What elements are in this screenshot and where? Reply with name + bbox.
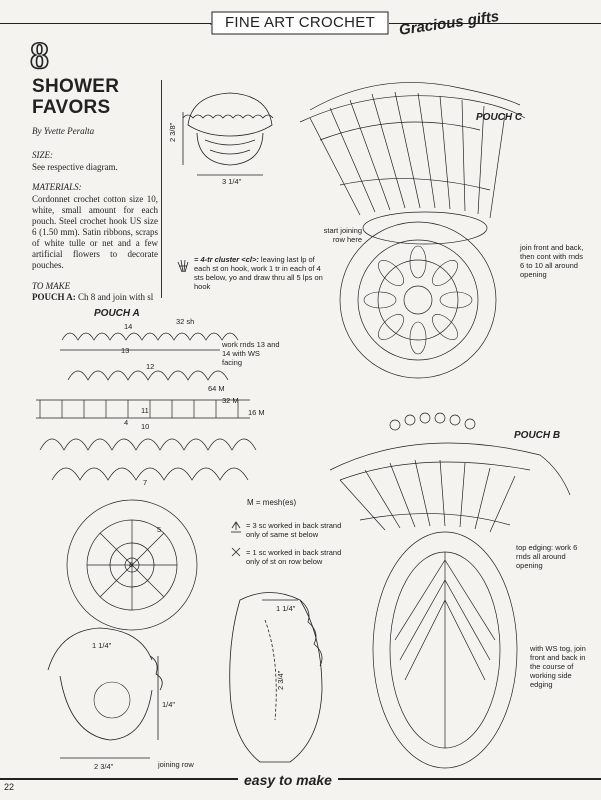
article-number: 8 xyxy=(29,34,50,78)
dim-a-top: 1 1/4" xyxy=(92,641,112,650)
byline: By Yvette Peralta xyxy=(32,126,95,136)
row-label-64m: 64 M xyxy=(208,384,225,393)
pouch-c-note: join front and back, then cont with rnds… xyxy=(520,243,584,279)
article-title: SHOWER FAVORS xyxy=(32,76,119,118)
title-line-1: SHOWER xyxy=(32,76,120,97)
row-12: 12 xyxy=(146,362,155,371)
row-label-32sh: 32 sh xyxy=(176,317,195,326)
pouch-b-top-note: top edging: work 6 rnds all around openi… xyxy=(516,543,578,570)
dim-height-c: 2 3/8" xyxy=(168,122,177,142)
pouch-a-label: POUCH A xyxy=(94,308,140,319)
pouch-a-text: Ch 8 and join with sl xyxy=(78,292,154,302)
pouch-b-fan-spokes xyxy=(339,459,516,533)
row-4: 4 xyxy=(124,418,129,427)
row-13: 13 xyxy=(121,346,130,355)
section-tagline: Gracious gifts xyxy=(398,7,501,39)
sc-back-legend-2: = 1 sc worked in back strand only of st … xyxy=(246,548,341,566)
pouch-c-petals xyxy=(363,245,473,355)
size-heading: SIZE: xyxy=(32,150,53,160)
pouch-b-side-note: with WS tog, join front and back in the … xyxy=(530,644,586,689)
sc-back-line-4: only of st on row below xyxy=(246,557,323,566)
dim-a-side: 1/4" xyxy=(162,700,176,709)
pouch-c-sketch xyxy=(182,92,274,176)
row-label-32m: 32 M xyxy=(222,396,239,405)
row-11: 11 xyxy=(141,406,149,415)
page-number: 22 xyxy=(4,782,15,792)
sc-symbols xyxy=(231,521,241,557)
mesh-legend: M = mesh(es) xyxy=(247,498,297,507)
pouch-a-label: POUCH A: xyxy=(32,292,76,302)
pouch-b-scallops xyxy=(389,412,476,431)
materials-text: Cordonnet crochet cotton size 10, white,… xyxy=(32,194,158,270)
row-10: 10 xyxy=(141,422,150,431)
start-joining-note: start joining row here xyxy=(323,226,362,244)
dim-a-bottom: 2 3/4" xyxy=(94,762,114,771)
sc-back-line-2: only of same st below xyxy=(246,530,319,539)
dim-b-top: 1 1/4" xyxy=(276,604,296,613)
materials-heading: MATERIALS: xyxy=(32,182,82,192)
magazine-brand-banner: FINE ART CROCHET xyxy=(210,10,390,36)
row-7: 7 xyxy=(143,478,148,487)
row-8: 8 xyxy=(129,560,134,569)
row-14: 14 xyxy=(124,322,133,331)
size-text: See respective diagram. xyxy=(32,162,118,172)
cluster-legend: = 4-tr cluster <cl>: leaving last lp of … xyxy=(194,255,324,291)
easy-to-make-logo: easy to make xyxy=(238,772,338,788)
sc-back-line-1: = 3 sc worked in back strand xyxy=(246,521,342,530)
pouch-c-fan-spokes xyxy=(309,91,506,219)
pouch-a-instructions: POUCH A: Ch 8 and join with sl xyxy=(32,292,153,303)
pouch-b-diagram xyxy=(329,412,571,769)
header-rule-left xyxy=(0,23,211,24)
pouch-b-label: POUCH B xyxy=(514,430,561,441)
cluster-name: = 4-tr cluster <cl>: xyxy=(194,255,259,264)
make-heading: TO MAKE xyxy=(32,281,71,291)
column-divider xyxy=(161,80,162,298)
joining-row-note: joining row xyxy=(158,760,194,769)
sc-back-legend-1: = 3 sc worked in back strand only of sam… xyxy=(246,521,341,539)
pouch-c-label: POUCH C xyxy=(476,112,523,123)
brand-banner-shape xyxy=(210,11,389,35)
cluster-text: leaving last lp of each st on hook, work… xyxy=(194,255,323,291)
dim-b-height: 2 3/4" xyxy=(276,670,285,690)
dim-width-c: 3 1/4" xyxy=(222,177,242,186)
title-line-2: FAVORS xyxy=(32,97,111,118)
pouch-a-note: work rnds 13 and 14 with WS facing xyxy=(222,340,280,367)
cluster-symbol xyxy=(177,259,189,273)
row-5: 5 xyxy=(157,525,162,534)
header-rule-right xyxy=(389,23,601,24)
sc-back-line-3: = 1 sc worked in back strand xyxy=(246,548,342,557)
brand-title: FINE ART CROCHET xyxy=(224,14,376,31)
row-label-16m: 16 M xyxy=(248,408,265,417)
